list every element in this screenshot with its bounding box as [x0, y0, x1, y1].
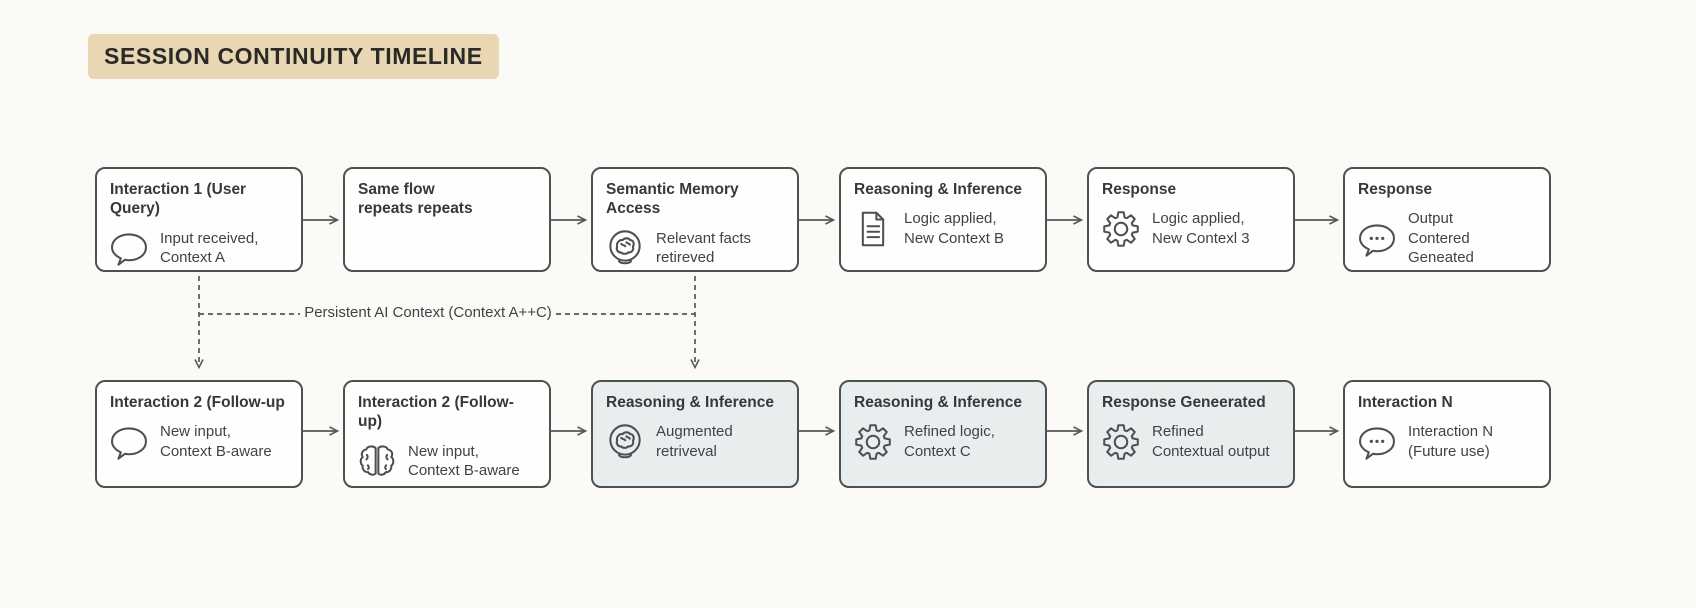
node-body: Interaction N (Future use) — [1358, 422, 1536, 461]
node-semantic-memory-access: Semantic Memory Access Relevant facts re… — [591, 167, 799, 272]
node-description: New input, Context B-aware — [160, 423, 272, 460]
document-icon — [854, 210, 892, 248]
brain-head-icon — [606, 229, 644, 267]
speech-ellipsis-icon — [1358, 423, 1396, 461]
node-interaction-1: Interaction 1 (User Query) Input receive… — [95, 167, 303, 272]
node-title: Interaction 2 (Follow-up) — [358, 394, 514, 431]
node-title: Interaction 1 (User Query) — [110, 181, 247, 218]
node-body: New input, Context B-aware — [110, 422, 288, 461]
node-description: Interaction N (Future use) — [1408, 423, 1494, 460]
gear-icon — [854, 423, 892, 461]
node-title: Response Geneerated — [1102, 394, 1266, 411]
node-description: Output Contered Geneated — [1408, 210, 1474, 267]
gear-icon — [1102, 210, 1140, 248]
node-description: Relevant facts retireved — [656, 229, 752, 267]
node-reasoning-augmented: Reasoning & Inference Augmented retrivev… — [591, 380, 799, 488]
node-interaction-2b: Interaction 2 (Follow-up) New input, Con… — [343, 380, 551, 488]
gear-icon — [1102, 423, 1140, 461]
node-reasoning-inference-top: Reasoning & Inference Logic applied, New… — [839, 167, 1047, 272]
persistent-context-label: Persistent AI Context (Context A++C) — [304, 304, 552, 321]
node-body: New input, Context B-aware — [358, 442, 536, 481]
node-description: Refined Contextual output — [1152, 423, 1270, 460]
speech-bubble-icon — [110, 229, 148, 267]
node-response-output: Response Output Contered Geneated — [1343, 167, 1551, 272]
node-response-gear: Response Logic applied, New Contexl 3 — [1087, 167, 1295, 272]
node-description: Logic applied, New Contexl 3 — [1152, 210, 1250, 247]
node-title: Same flow repeats repeats — [358, 181, 473, 218]
node-description: Augmented retriveval — [656, 423, 733, 460]
diagram-title: SESSION CONTINUITY TIMELINE — [88, 34, 499, 79]
node-title: Reasoning & Inference — [854, 181, 1022, 198]
node-title: Reasoning & Inference — [606, 394, 774, 411]
node-reasoning-refined: Reasoning & Inference Refined logic, Con… — [839, 380, 1047, 488]
brain-icon — [358, 442, 396, 480]
node-body: Input received, Context A — [110, 229, 288, 268]
node-interaction-n: Interaction N Interaction N (Future use) — [1343, 380, 1551, 488]
node-title: Interaction N — [1358, 394, 1453, 411]
node-response-generated: Response Geneerated Refined Contextual o… — [1087, 380, 1295, 488]
node-title: Response — [1358, 181, 1433, 198]
node-title: Interaction 2 (Follow-up — [110, 394, 285, 411]
node-same-flow: Same flow repeats repeats — [343, 167, 551, 272]
node-body: Augmented retriveval — [606, 422, 784, 461]
node-body: Refined Contextual output — [1102, 422, 1280, 461]
node-title: Reasoning & Inference — [854, 394, 1022, 411]
node-body: Logic applied, New Contexl 3 — [1102, 209, 1280, 248]
brain-head-icon — [606, 423, 644, 461]
node-body: Relevant facts retireved — [606, 229, 784, 268]
node-body: Refined logic, Context C — [854, 422, 1032, 461]
node-description: Input received, Context A — [160, 229, 259, 267]
node-body: Logic applied, New Context B — [854, 209, 1032, 248]
speech-ellipsis-icon — [1358, 220, 1396, 258]
speech-bubble-icon — [110, 423, 148, 461]
node-description: Logic applied, New Context B — [904, 210, 1005, 247]
node-title: Response — [1102, 181, 1177, 198]
node-body: Output Contered Geneated — [1358, 209, 1536, 268]
node-description: Refined logic, Context C — [904, 423, 995, 460]
node-description: New input, Context B-aware — [408, 442, 520, 480]
node-title: Semantic Memory Access — [606, 181, 739, 218]
node-interaction-2a: Interaction 2 (Follow-up New input, Cont… — [95, 380, 303, 488]
